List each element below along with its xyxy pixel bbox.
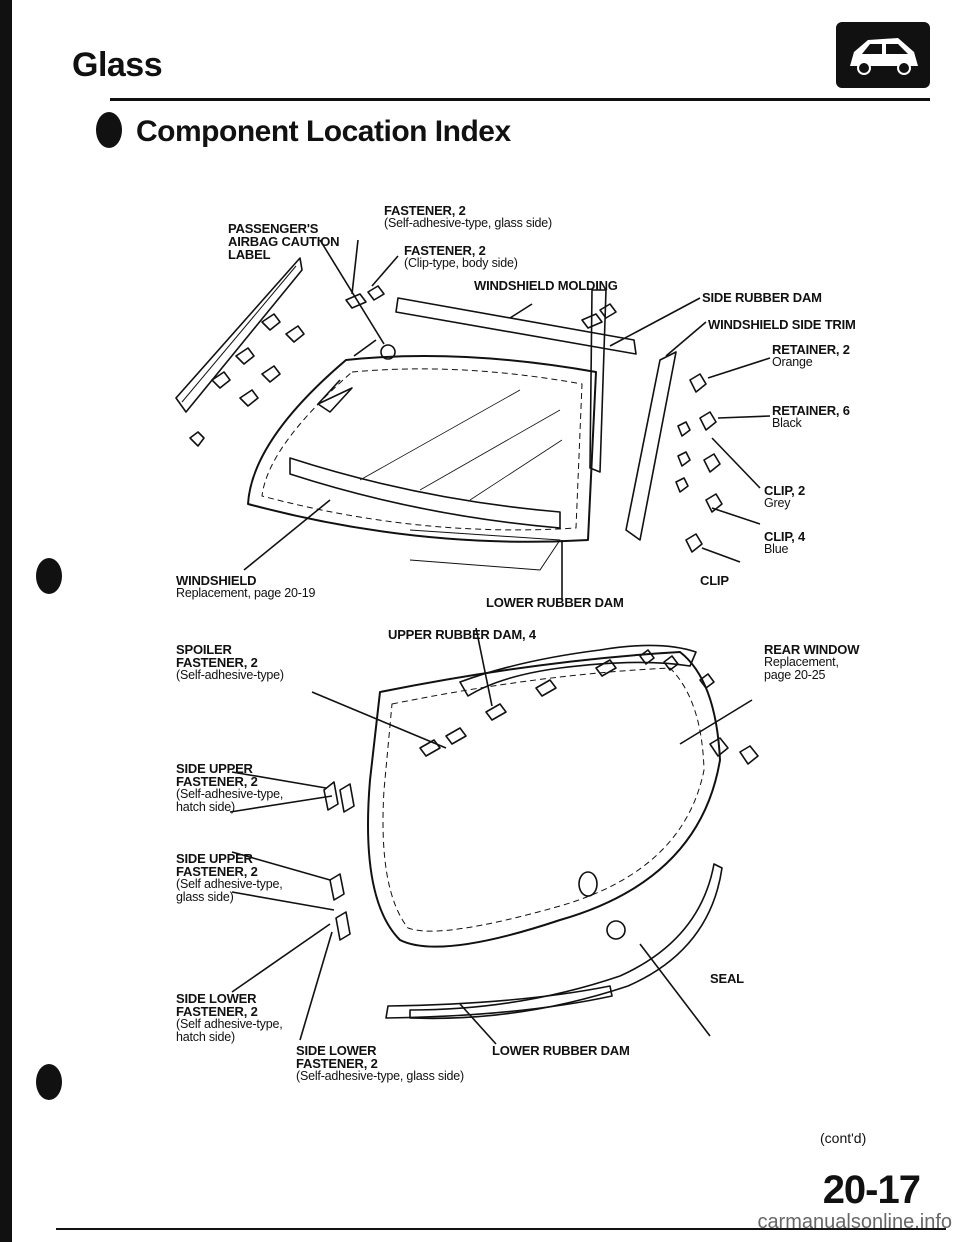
label-side-lower-glass-l2: FASTENER, 2: [296, 1056, 378, 1071]
margin-dot: [36, 558, 62, 594]
label-windshield: WINDSHIELD Replacement, page 20-19: [176, 574, 315, 600]
label-fastener-glass-side: FASTENER, 2 (Self-adhesive-type, glass s…: [384, 204, 552, 230]
label-side-lower-hatch: SIDE LOWER FASTENER, 2 (Self adhesive-ty…: [176, 991, 283, 1044]
clip-group-right: [675, 373, 723, 553]
upper-rubber-dam: [459, 644, 697, 697]
label-rear-window-sub1: Replacement,: [764, 655, 839, 669]
windshield-glass: [247, 355, 597, 543]
label-side-upper-glass-l1: SIDE UPPER: [176, 851, 253, 866]
label-retainer-black-title: RETAINER, 6: [772, 403, 850, 418]
clip-group-left: [189, 313, 305, 447]
continued-note: (cont'd): [820, 1130, 867, 1146]
label-clip-blue-title: CLIP, 4: [764, 529, 805, 544]
label-rear-window-sub2: page 20-25: [764, 668, 826, 682]
rear-window-glass: [367, 651, 721, 948]
label-side-lower-glass-l1: SIDE LOWER: [296, 1043, 377, 1058]
label-spoiler-fastener-sub: (Self-adhesive-type): [176, 668, 284, 682]
label-windshield-molding: WINDSHIELD MOLDING: [474, 278, 618, 293]
label-windshield-title: WINDSHIELD: [176, 573, 257, 588]
label-side-upper-hatch-l1: SIDE UPPER: [176, 761, 253, 776]
label-retainer-orange: RETAINER, 2 Orange: [772, 343, 850, 369]
label-passenger-airbag-text: PASSENGER'S AIRBAG CAUTION LABEL: [228, 221, 340, 262]
lower-rubber-dam-front: [289, 457, 561, 529]
footer-rule: [56, 1228, 946, 1230]
label-fastener-glass-side-sub: (Self-adhesive-type, glass side): [384, 216, 552, 230]
label-upper-rubber-dam: UPPER RUBBER DAM, 4: [388, 627, 536, 642]
label-spoiler-fastener-l1: SPOILER: [176, 642, 232, 657]
seal: [409, 863, 723, 1020]
label-side-lower-hatch-sub2: hatch side): [176, 1030, 235, 1044]
label-clip-blue: CLIP, 4 Blue: [764, 530, 805, 556]
label-spoiler-fastener: SPOILER FASTENER, 2 (Self-adhesive-type): [176, 643, 284, 682]
label-side-lower-hatch-l2: FASTENER, 2: [176, 1004, 258, 1019]
binding-bar: [0, 0, 12, 1242]
section-title: Component Location Index: [136, 115, 511, 148]
header-rule: [110, 98, 930, 101]
label-side-upper-hatch-l2: FASTENER, 2: [176, 774, 258, 789]
lower-rubber-dam-rear: [385, 985, 613, 1019]
label-windshield-sub: Replacement, page 20-19: [176, 586, 316, 600]
label-side-upper-hatch-sub1: (Self-adhesive-type,: [176, 787, 284, 801]
label-clip-blue-sub: Blue: [764, 542, 789, 556]
label-retainer-orange-sub: Orange: [772, 355, 813, 369]
label-side-upper-glass-sub1: (Self adhesive-type,: [176, 877, 283, 891]
label-side-lower-glass-sub: (Self-adhesive-type, glass side): [296, 1069, 464, 1083]
label-retainer-black: RETAINER, 6 Black: [772, 404, 850, 430]
label-side-upper-glass-sub2: glass side): [176, 890, 234, 904]
windshield-side-trim-left: [175, 257, 303, 413]
label-windshield-side-trim: WINDSHIELD SIDE TRIM: [708, 317, 856, 332]
label-side-upper-hatch: SIDE UPPER FASTENER, 2 (Self-adhesive-ty…: [176, 762, 283, 814]
label-lower-rubber-dam-front: LOWER RUBBER DAM: [486, 595, 624, 610]
section-bullet: [96, 112, 122, 148]
label-fastener-body-side-sub: (Clip-type, body side): [404, 256, 518, 270]
label-seal: SEAL: [710, 971, 744, 986]
label-side-lower-glass: SIDE LOWER FASTENER, 2 (Self-adhesive-ty…: [296, 1044, 464, 1083]
watermark: carmanualsonline.info: [757, 1211, 952, 1233]
label-clip-grey-sub: Grey: [764, 496, 791, 510]
label-clip-grey: CLIP, 2 Grey: [764, 484, 805, 510]
label-side-rubber-dam: SIDE RUBBER DAM: [702, 290, 822, 305]
car-hatchback-icon: [836, 22, 930, 88]
label-spoiler-fastener-l2: FASTENER, 2: [176, 655, 258, 670]
label-retainer-orange-title: RETAINER, 2: [772, 342, 850, 357]
label-fastener-glass-side-title: FASTENER, 2: [384, 203, 466, 218]
page-number: 20-17: [822, 1168, 921, 1212]
side-rubber-dam: [589, 289, 607, 473]
label-rear-window: REAR WINDOW Replacement, page 20-25: [764, 643, 859, 682]
label-passenger-airbag: PASSENGER'S AIRBAG CAUTION LABEL: [228, 222, 348, 261]
label-side-lower-hatch-sub1: (Self adhesive-type,: [176, 1017, 283, 1031]
label-clip: CLIP: [700, 573, 729, 588]
label-side-upper-glass-l2: FASTENER, 2: [176, 864, 258, 879]
label-rear-window-title: REAR WINDOW: [764, 642, 860, 657]
label-lower-rubber-dam-rear: LOWER RUBBER DAM: [492, 1043, 630, 1058]
label-retainer-black-sub: Black: [772, 416, 802, 430]
label-fastener-body-side-title: FASTENER, 2: [404, 243, 486, 258]
page-title: Glass: [72, 46, 163, 84]
windshield-side-trim-right: [625, 351, 677, 541]
label-side-lower-hatch-l1: SIDE LOWER: [176, 991, 257, 1006]
label-side-upper-glass: SIDE UPPER FASTENER, 2 (Self adhesive-ty…: [176, 851, 283, 904]
windshield-molding: [395, 297, 637, 355]
label-clip-grey-title: CLIP, 2: [764, 483, 805, 498]
label-side-upper-hatch-sub2: hatch side): [176, 800, 235, 814]
label-fastener-body-side: FASTENER, 2 (Clip-type, body side): [404, 244, 518, 270]
margin-dot: [36, 1064, 62, 1100]
